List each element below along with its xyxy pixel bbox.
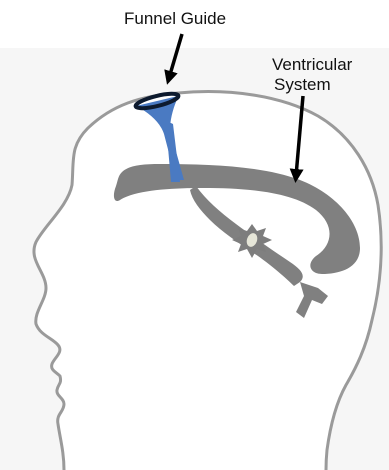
funnel-guide-label: Funnel Guide (124, 9, 226, 29)
ventricular-label-line1: Ventricular (272, 55, 352, 75)
ventricular-label-line2: System (274, 75, 352, 95)
head-outline (34, 92, 381, 470)
ventricular-system-label: Ventricular System (272, 55, 352, 95)
